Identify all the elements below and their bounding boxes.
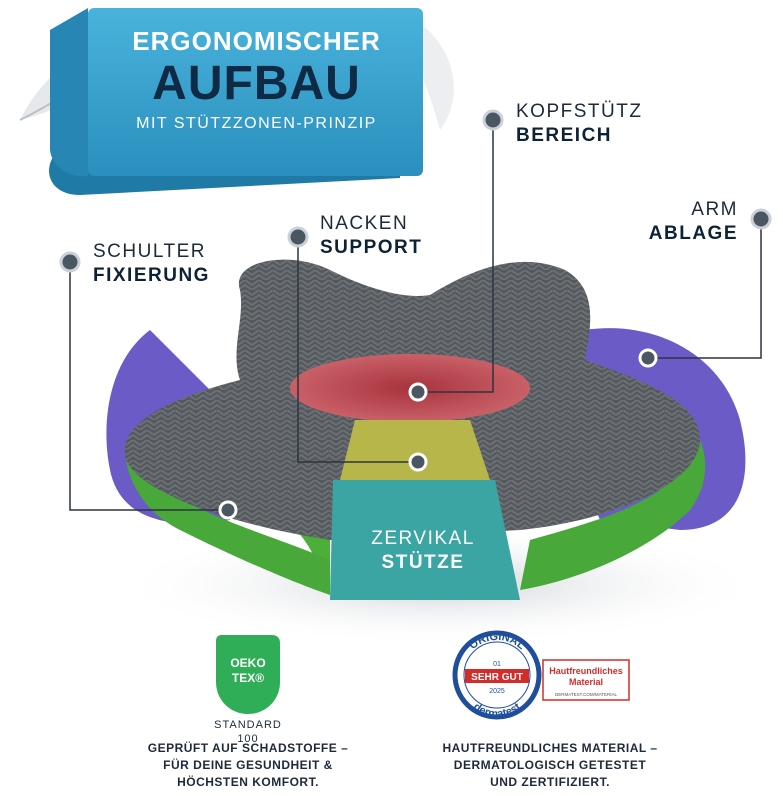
oeko-standard-label: STANDARD bbox=[214, 719, 282, 731]
svg-text:Material: Material bbox=[569, 677, 603, 687]
label-arm: ARM ABLAGE bbox=[620, 198, 738, 246]
banner-ribbon bbox=[49, 8, 423, 195]
label-kopfstuetz-light: KOPFSTÜTZ bbox=[516, 101, 643, 122]
label-kopfstuetz-bold: BEREICH bbox=[516, 125, 613, 146]
oeko-caption-line: GEPRÜFT AUF SCHADSTOFFE – bbox=[147, 741, 349, 755]
pillow-side-right bbox=[520, 440, 706, 590]
oeko-caption-line: HÖCHSTEN KOMFORT. bbox=[177, 775, 319, 789]
label-zervikal-light: ZERVIKAL bbox=[371, 528, 475, 549]
label-schulter-light: SCHULTER bbox=[93, 241, 206, 262]
svg-text:Hautfreundliches: Hautfreundliches bbox=[549, 666, 623, 676]
zone-zervikal bbox=[330, 480, 520, 600]
label-schulter-bold: FIXIERUNG bbox=[93, 265, 210, 286]
svg-text:SEHR GUT: SEHR GUT bbox=[471, 672, 523, 683]
label-kopfstuetz: KOPFSTÜTZ BEREICH bbox=[516, 100, 642, 148]
svg-text:01: 01 bbox=[493, 661, 501, 668]
svg-text:TEX®: TEX® bbox=[232, 671, 264, 685]
derma-caption-line: UND ZERTIFIZIERT. bbox=[490, 775, 610, 789]
oeko-standard: STANDARD 100 bbox=[198, 718, 298, 746]
svg-text:dermatest: dermatest bbox=[471, 701, 523, 721]
zone-nacken bbox=[340, 420, 490, 480]
label-arm-light: ARM bbox=[691, 199, 738, 220]
oeko-tex-logo: OEKO TEX® bbox=[216, 635, 280, 714]
leader-lines bbox=[69, 120, 762, 511]
label-nacken-bold: SUPPORT bbox=[320, 237, 423, 258]
label-zervikal: ZERVIKAL STÜTZE bbox=[333, 527, 513, 575]
banner-line3: MIT STÜTZZONEN-PRINZIP bbox=[136, 115, 377, 132]
derma-caption-line: HAUTFREUNDLICHES MATERIAL – bbox=[442, 741, 658, 755]
pillow-side-left bbox=[125, 455, 330, 595]
oeko-caption-line: FÜR DEINE GESUNDHEIT & bbox=[163, 758, 333, 772]
banner-text: ERGONOMISCHER AUFBAU MIT STÜTZZONEN-PRIN… bbox=[90, 26, 423, 133]
oeko-caption: GEPRÜFT AUF SCHADSTOFFE – FÜR DEINE GESU… bbox=[138, 740, 358, 791]
label-nacken: NACKEN SUPPORT bbox=[320, 212, 422, 260]
svg-text:2025: 2025 bbox=[489, 688, 505, 695]
label-schulter: SCHULTER FIXIERUNG bbox=[93, 240, 210, 288]
label-zervikal-bold: STÜTZE bbox=[381, 552, 465, 573]
svg-text:OEKO: OEKO bbox=[230, 656, 265, 670]
label-nacken-light: NACKEN bbox=[320, 213, 409, 234]
derma-caption: HAUTFREUNDLICHES MATERIAL – DERMATOLOGIS… bbox=[430, 740, 670, 791]
derma-caption-line: DERMATOLOGISCH GETESTET bbox=[453, 758, 647, 772]
oeko-standard-number: 100 bbox=[237, 733, 259, 745]
banner-line2: AUFBAU bbox=[152, 57, 361, 110]
label-arm-bold: ABLAGE bbox=[648, 223, 738, 244]
svg-text:DERMATEST.COM/MATERIAL: DERMATEST.COM/MATERIAL bbox=[555, 692, 618, 697]
marker-dots bbox=[59, 109, 772, 520]
dermatest-seal: ORIGINAL dermatest 01 SEHR GUT 2025 Haut… bbox=[452, 630, 630, 721]
banner-line1: ERGONOMISCHER bbox=[132, 26, 381, 56]
